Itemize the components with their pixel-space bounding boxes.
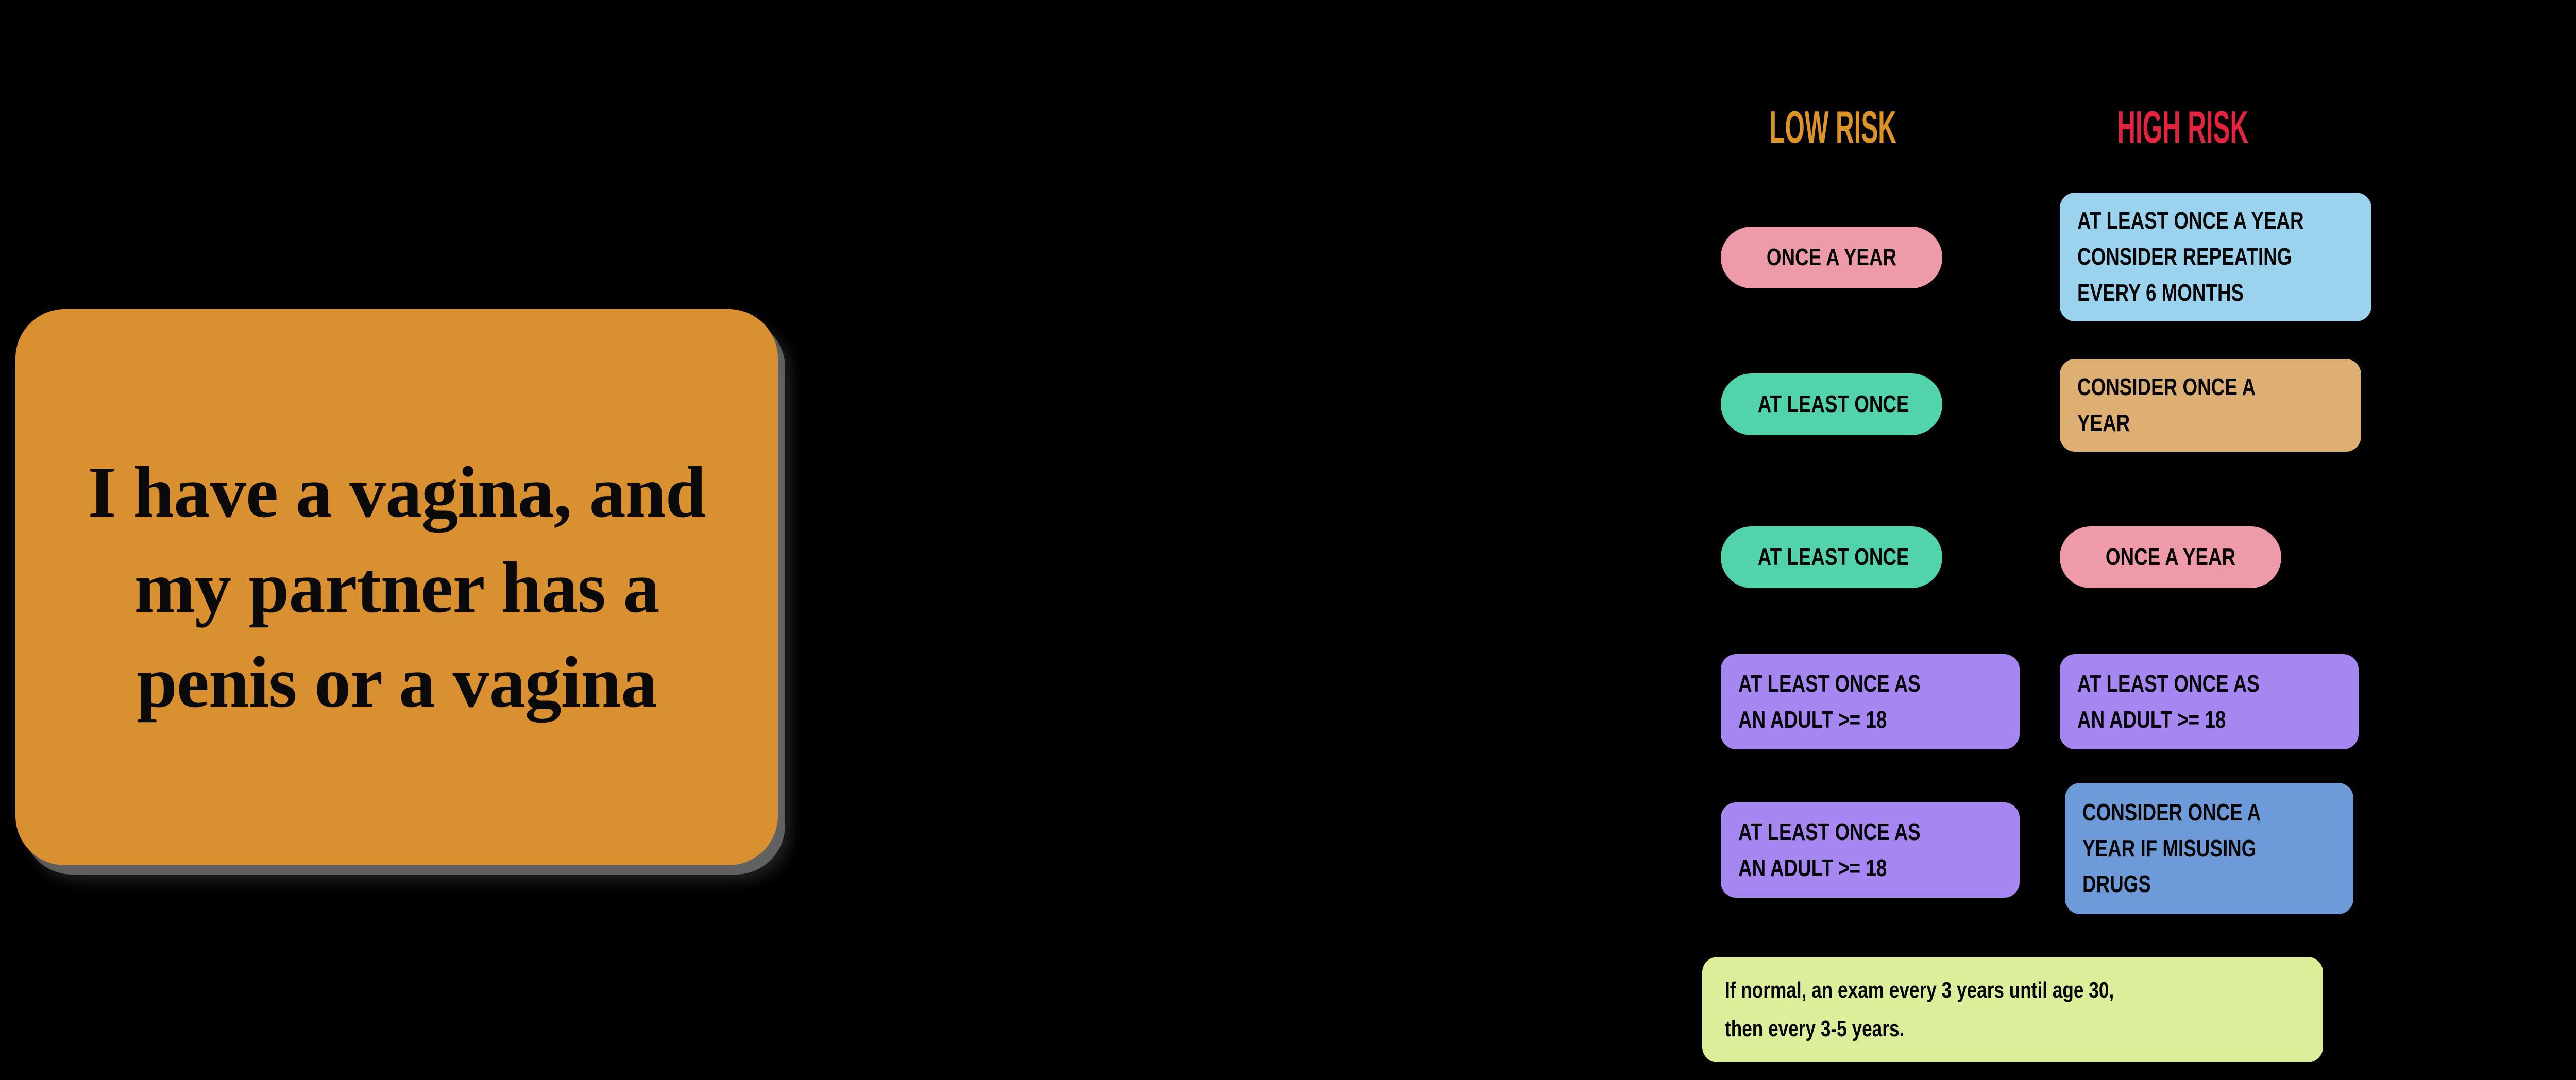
cell-line: CONSIDER ONCE A: [2077, 373, 2256, 401]
cell-line: AN ADULT >= 18: [1738, 706, 1887, 733]
cell-line: ONCE A YEAR: [1766, 244, 1897, 271]
question-text: I have a vagina, and my partner has a pe…: [88, 451, 706, 723]
cell-row3-high-risk[interactable]: ONCE A YEAR: [2060, 526, 2281, 588]
cell-line: AT LEAST ONCE: [1757, 390, 1909, 418]
verdict-row1-yes: YES:: [2571, 199, 2576, 240]
cell-line: CONSIDER REPEATING: [2077, 243, 2292, 270]
screening-matrix: LOW RISK HIGH RISK ENROLLED NON-ENROLLED…: [1669, 0, 2576, 1080]
verdict-row1-no: NO**: [2571, 250, 2576, 292]
cell-row5-high-risk[interactable]: CONSIDER ONCE A YEAR IF MISUSING DRUGS: [2065, 783, 2353, 914]
cell-line: DRUGS: [2082, 870, 2151, 898]
cell-line: AT LEAST ONCE AS: [2077, 670, 2260, 697]
question-card[interactable]: I have a vagina, and my partner has a pe…: [15, 309, 778, 865]
cell-row2-low-risk[interactable]: AT LEAST ONCE: [1721, 373, 1942, 435]
cell-line: AT LEAST ONCE A YEAR: [2077, 207, 2304, 234]
cell-line: AT LEAST ONCE AS: [1738, 670, 1921, 697]
cell-line: AN ADULT >= 18: [1738, 854, 1887, 881]
column-header-low-risk: LOW RISK: [1769, 101, 1896, 152]
cell-row5-low-risk[interactable]: AT LEAST ONCE AS AN ADULT >= 18: [1721, 802, 2020, 898]
cell-line: YEAR IF MISUSING: [2082, 834, 2257, 862]
verdict-row4-yes: YES: [2571, 676, 2576, 717]
cell-row4-high-risk[interactable]: AT LEAST ONCE AS AN ADULT >= 18: [2060, 654, 2359, 749]
verdict-row6-no: NO**: [2571, 985, 2576, 1026]
cell-line: EVERY 6 MONTHS: [2077, 279, 2244, 306]
cell-line: YEAR: [2077, 409, 2130, 436]
cell-row1-high-risk[interactable]: AT LEAST ONCE A YEAR CONSIDER REPEATING …: [2060, 193, 2371, 321]
cell-row4-low-risk[interactable]: AT LEAST ONCE AS AN ADULT >= 18: [1721, 654, 2020, 749]
verdict-row2-no: NO**: [2571, 377, 2576, 418]
cell-row2-high-risk[interactable]: CONSIDER ONCE A YEAR: [2060, 359, 2361, 452]
cell-row1-low-risk[interactable]: ONCE A YEAR: [1721, 227, 1942, 288]
cell-row6-wide-note[interactable]: If normal, an exam every 3 years until a…: [1702, 957, 2323, 1062]
column-header-high-risk: HIGH RISK: [2117, 101, 2249, 152]
cell-line: CONSIDER ONCE A: [2082, 798, 2261, 826]
cell-line: ONCE A YEAR: [2105, 543, 2236, 571]
cell-line: If normal, an exam every 3 years until a…: [1725, 977, 2114, 1003]
cell-line: AN ADULT >= 18: [2077, 706, 2226, 733]
cell-row3-low-risk[interactable]: AT LEAST ONCE: [1721, 526, 1942, 588]
cell-line: AT LEAST ONCE AS: [1738, 818, 1921, 845]
cell-line: AT LEAST ONCE: [1757, 543, 1909, 571]
verdict-row5-yes: YES: [2571, 823, 2576, 864]
cell-line: then every 3-5 years.: [1725, 1016, 1905, 1041]
verdict-row3-yes: YES: [2571, 529, 2576, 571]
